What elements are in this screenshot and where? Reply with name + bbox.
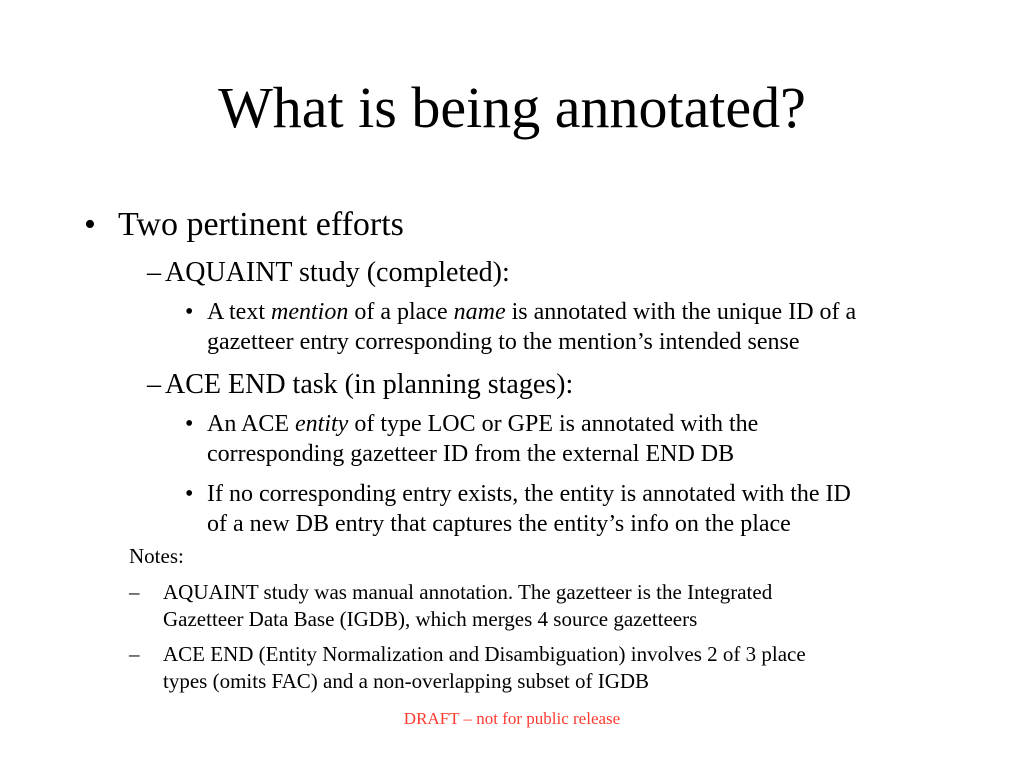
ace-point-2-line-2: of a new DB entry that captures the enti… [207,511,791,537]
dash-marker: – [129,580,140,604]
bullet-marker: • [84,206,96,243]
slide-title: What is being annotated? [218,75,806,140]
dash-marker: – [129,642,140,666]
sub-bullet-marker: • [185,411,194,437]
aquaint-heading: AQUAINT study (completed): [165,257,510,288]
sub-bullet-marker: • [185,299,194,325]
draft-footer: DRAFT – not for public release [403,709,621,728]
aquaint-point-line-2: gazetteer entry corresponding to the men… [207,329,800,355]
efforts-heading: Two pertinent efforts [118,206,404,243]
note-2-line-1: ACE END (Entity Normalization and Disamb… [163,642,806,666]
dash-marker: – [147,369,161,400]
ace-point-1-line-1: An ACE entity of type LOC or GPE is anno… [207,411,759,437]
sub-bullet-marker: • [185,481,194,507]
notes-label: Notes: [129,544,184,568]
dash-marker: – [147,257,161,288]
ace-heading: ACE END task (in planning stages): [165,369,574,400]
note-2-line-2: types (omits FAC) and a non-overlapping … [163,669,650,693]
note-1-line-2: Gazetteer Data Base (IGDB), which merges… [163,607,698,631]
ace-point-2-line-1: If no corresponding entry exists, the en… [207,481,851,507]
ace-point-1-line-2: corresponding gazetteer ID from the exte… [207,441,735,467]
note-1-line-1: AQUAINT study was manual annotation. The… [163,580,773,604]
aquaint-point-line-1: A text mention of a place name is annota… [207,299,857,325]
